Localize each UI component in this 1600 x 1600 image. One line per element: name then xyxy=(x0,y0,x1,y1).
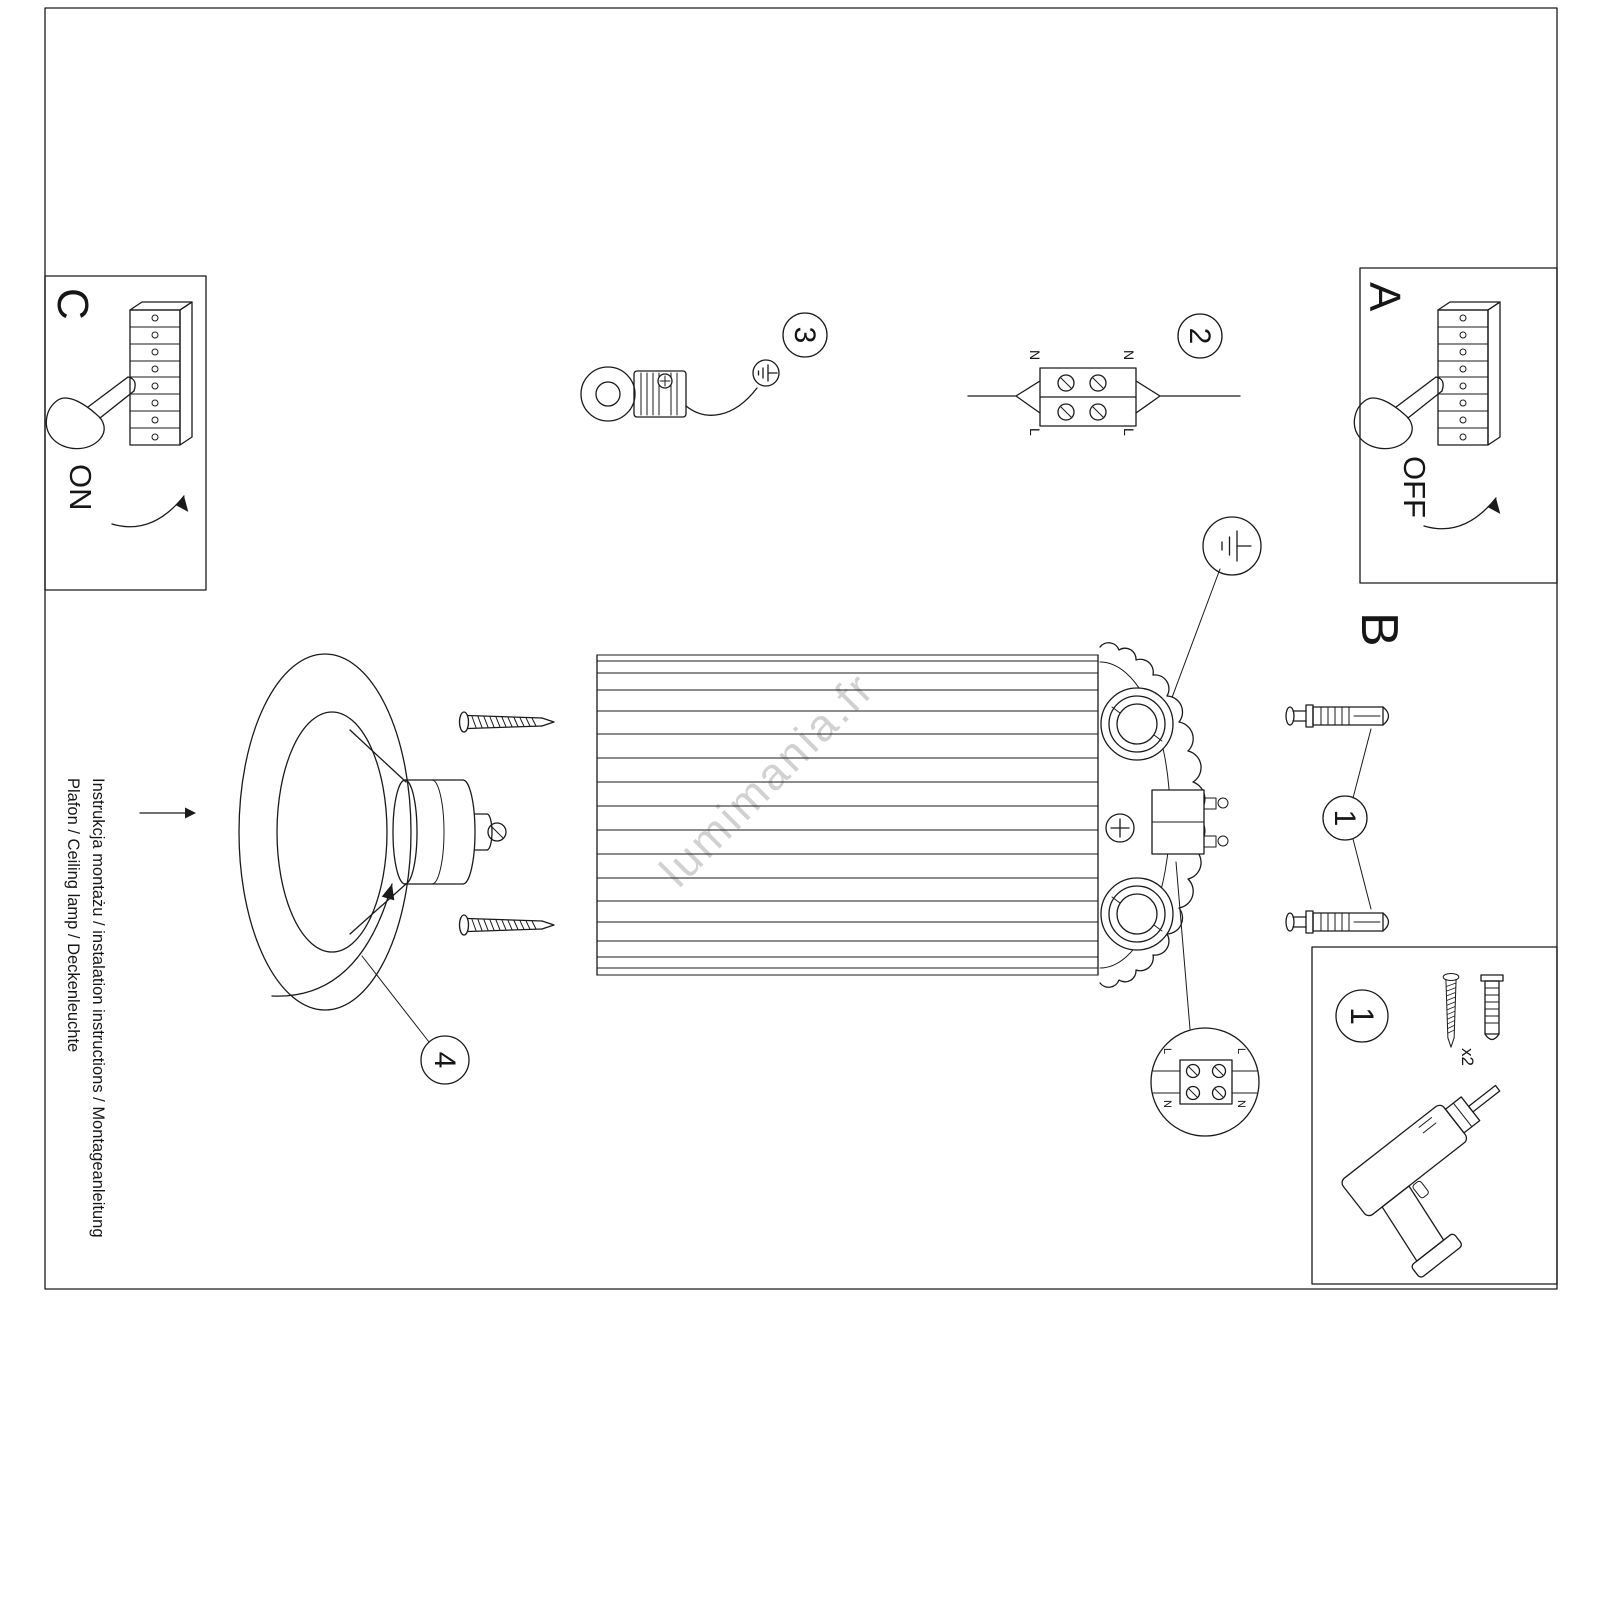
drill-icon xyxy=(1341,1084,1501,1278)
step-4-leader-line xyxy=(361,955,430,1043)
tools-panel: 1 x2 xyxy=(1311,946,1558,1285)
tools-step-number: 1 xyxy=(1344,1007,1380,1025)
terminal-block-icon xyxy=(1151,789,1229,855)
panel-a: A OFF xyxy=(1353,267,1558,584)
wiring-terminal-block xyxy=(1039,367,1137,427)
socket-holder-icon xyxy=(392,779,507,885)
panel-a-frame xyxy=(1359,267,1558,584)
step-1-number: 1 xyxy=(1328,810,1361,827)
terminal-strip-icon xyxy=(1437,301,1501,446)
tools-step-badge xyxy=(1335,989,1389,1043)
wall-plug-icon xyxy=(1480,974,1504,1041)
wall-anchor-icon xyxy=(1285,910,1390,934)
earth-screw-icon xyxy=(1105,813,1135,843)
step-4-number: 4 xyxy=(428,1052,461,1069)
socket-bottom-icon xyxy=(1100,877,1174,951)
earth-wire xyxy=(685,387,758,416)
instructions-title: Instrukcja montażu / instalation instruc… xyxy=(89,778,107,1238)
shade-group: 4 xyxy=(238,653,507,1085)
step-1-badge xyxy=(1322,795,1368,841)
pointing-hand-icon xyxy=(45,376,136,450)
detail-terminal-block xyxy=(1179,1059,1233,1105)
tools-panel-frame xyxy=(1311,946,1558,1285)
lamp-body xyxy=(596,642,1229,988)
step-2-group: 2 N N L L xyxy=(967,313,1241,436)
socket-top-icon xyxy=(1100,687,1174,761)
panel-c: C ON xyxy=(44,275,207,591)
detail-leader-line xyxy=(1175,861,1191,1030)
shade-inner-rim xyxy=(276,711,388,953)
sheet-titles: Instrukcja montażu / instalation instruc… xyxy=(64,778,107,1238)
mounting-screw-icon xyxy=(458,914,555,936)
watermark: lumimania.fr xyxy=(650,662,885,897)
terminal-detail-group: L N L N xyxy=(1150,861,1260,1137)
product-title: Plafon / Ceiling lamp / Deckenleuchte xyxy=(64,778,82,1052)
wires xyxy=(967,380,1241,414)
on-label: ON xyxy=(63,464,98,511)
shade-rim xyxy=(238,653,412,1011)
terminal-strip-icon xyxy=(129,301,193,446)
earth-symbol-small-icon xyxy=(752,359,780,387)
panel-a-letter: A xyxy=(1360,282,1409,312)
panel-c-letter: C xyxy=(48,288,97,320)
step-3-badge xyxy=(782,312,828,358)
anchors-group: 1 xyxy=(1285,704,1390,934)
rotate-arrow-icon xyxy=(111,495,189,528)
detail-wires xyxy=(1152,1070,1258,1094)
lamp-ribs xyxy=(596,654,1099,976)
panel-b-letter: B xyxy=(1350,612,1408,647)
panel-c-frame xyxy=(44,275,207,591)
detail-l-label: L xyxy=(1235,1048,1247,1054)
detail-l-label: L xyxy=(1161,1048,1173,1054)
detail-n-label: N xyxy=(1235,1100,1247,1108)
quantity-label: x2 xyxy=(1458,1048,1477,1066)
screw-icon xyxy=(1442,972,1460,1048)
pointing-hand-icon xyxy=(1353,376,1444,450)
mounting-screw-icon xyxy=(458,711,555,733)
detail-n-label: N xyxy=(1161,1100,1173,1108)
wire-l-label: L xyxy=(1027,428,1043,436)
wire-l-label: L xyxy=(1121,428,1137,436)
anchor-leader-line xyxy=(1352,728,1372,799)
explode-arrow-icon xyxy=(139,807,196,819)
rotation-arrow-icon xyxy=(271,883,395,997)
off-label: OFF xyxy=(1397,456,1432,518)
step-3-number: 3 xyxy=(788,327,821,344)
wire-n-label: N xyxy=(1121,350,1137,360)
wall-anchor-icon xyxy=(1285,704,1390,728)
detail-circle xyxy=(1150,1027,1260,1137)
step-2-badge xyxy=(1177,313,1223,359)
step-2-number: 2 xyxy=(1183,328,1216,345)
rotate-arrow-icon xyxy=(1423,497,1501,530)
lamp-holder-icon xyxy=(580,366,758,422)
step-3-group: 3 xyxy=(580,312,828,422)
step-4-badge xyxy=(420,1035,470,1085)
sheet-border xyxy=(44,7,1558,1290)
wire-n-label: N xyxy=(1027,350,1043,360)
anchor-leader-line xyxy=(1352,838,1372,910)
